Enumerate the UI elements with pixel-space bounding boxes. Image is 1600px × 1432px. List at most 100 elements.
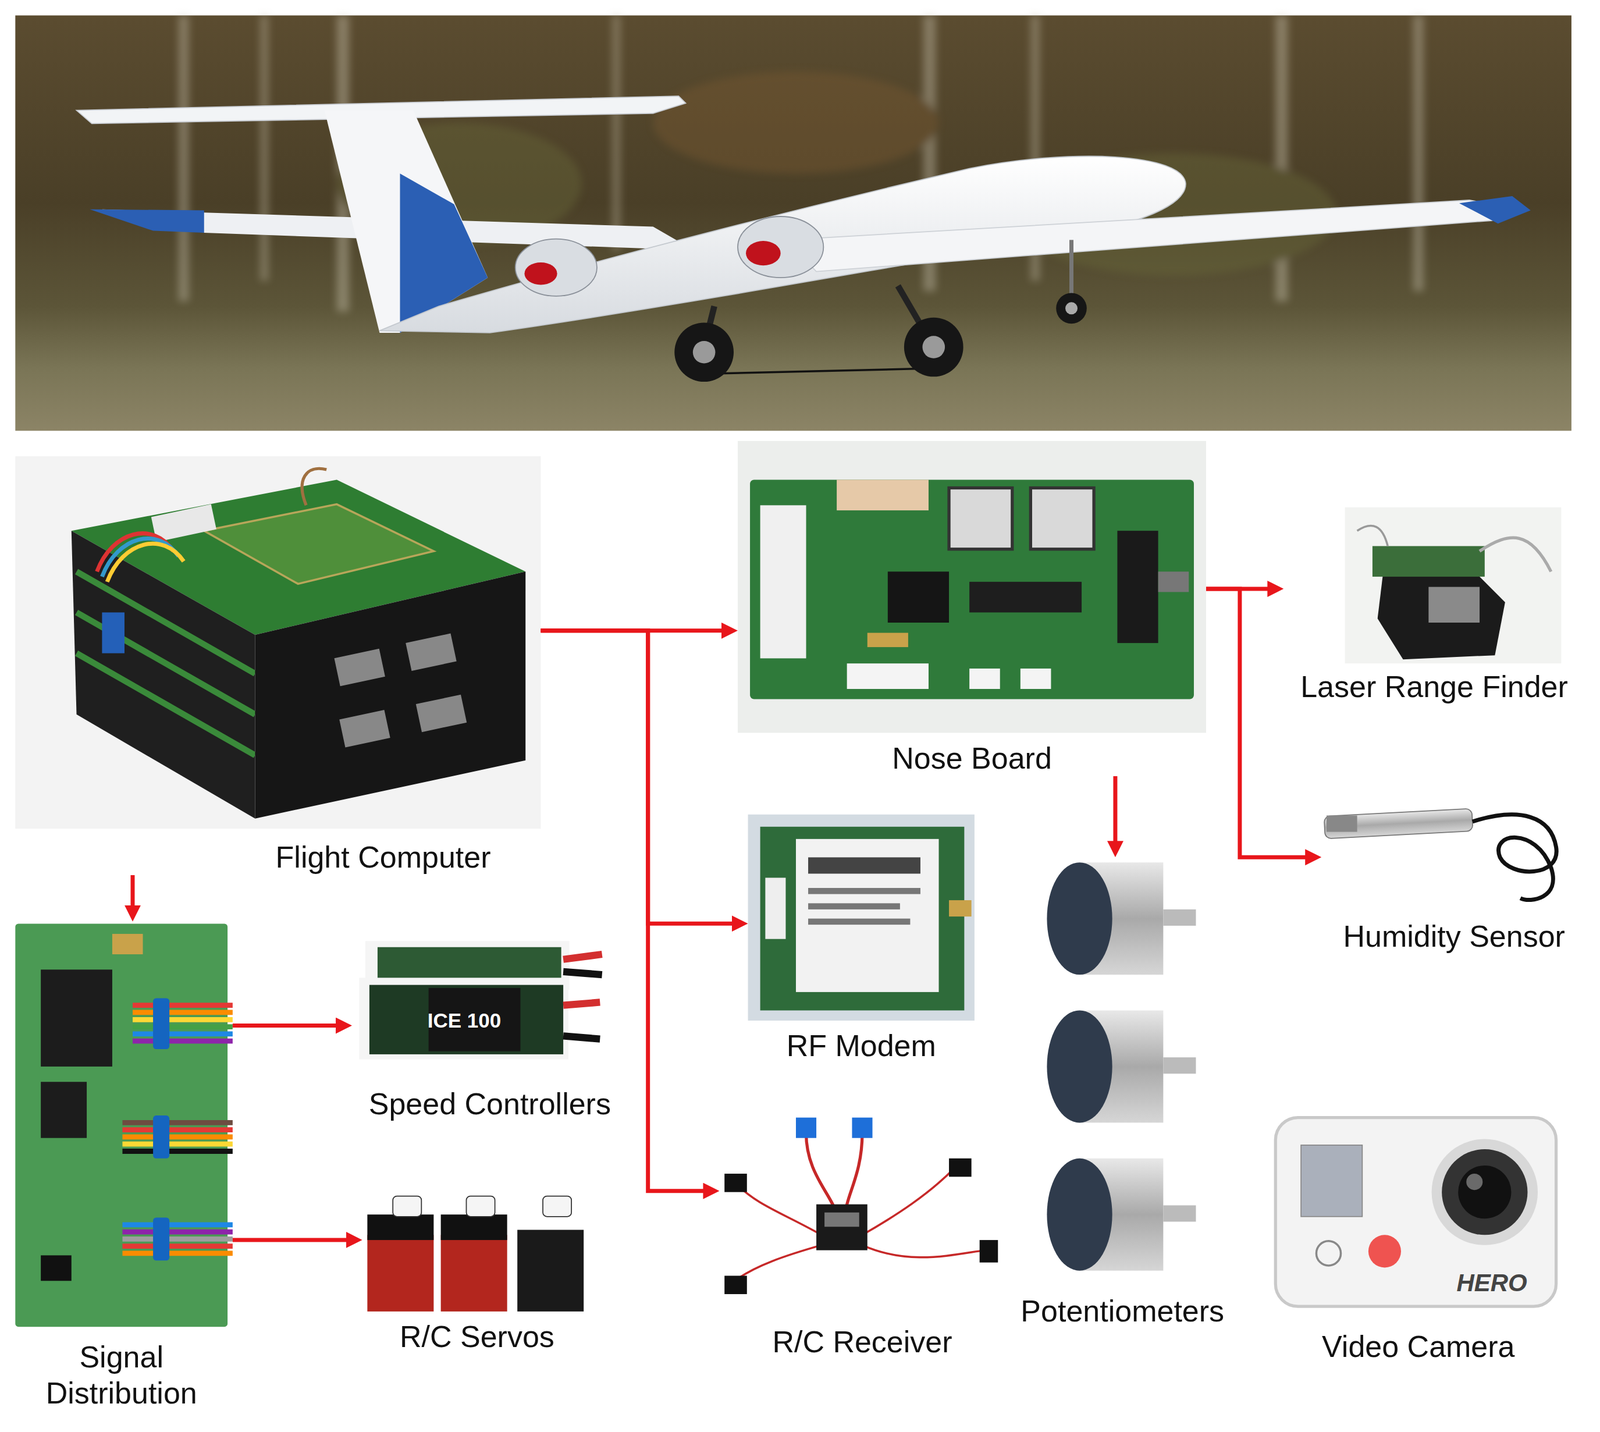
laser-range-finder-picture-part — [1357, 525, 1389, 546]
ribbon-cables-part — [122, 1243, 233, 1249]
component-label: Humidity Sensor — [1321, 918, 1587, 955]
flight-computer-picture-part — [76, 653, 256, 756]
servo-pictures-part — [542, 1196, 572, 1217]
nose-board-picture-part — [867, 633, 909, 648]
ribbon-cables-part — [122, 1141, 233, 1147]
component-label: Speed Controllers — [352, 1085, 628, 1122]
ribbon-cables-part — [153, 1115, 170, 1159]
servo-pictures-part — [517, 1229, 584, 1312]
servo-pictures-part — [367, 1214, 434, 1240]
speed-controller-picture-part — [358, 977, 569, 1059]
landing-gear-part — [1056, 293, 1087, 325]
speed-controller-picture — [358, 940, 602, 1059]
flight-computer-picture-part — [405, 633, 457, 671]
humidity-sensor-picture-part — [1324, 808, 1474, 839]
arrow-connector — [1206, 588, 1310, 858]
laser-range-finder-picture — [1345, 507, 1562, 664]
ribbon-cables-part — [132, 1030, 233, 1037]
laser-range-finder-picture-part — [1479, 537, 1552, 572]
arrow-connector — [541, 630, 737, 924]
potentiometer-pictures-part — [1046, 1010, 1112, 1123]
spinner — [524, 262, 557, 286]
video-camera-picture-part — [1300, 1145, 1363, 1217]
potentiometer-pictures-part — [1046, 1158, 1112, 1271]
servo-pictures-part — [466, 1196, 495, 1217]
laser-range-finder-picture-part — [1428, 587, 1480, 623]
connectors — [132, 588, 1310, 1240]
laser-range-finder-picture-part — [1372, 545, 1485, 577]
component-label: RF Modem — [748, 1027, 975, 1064]
flight-computer-picture-part — [151, 504, 217, 543]
servo-pictures-part — [441, 1214, 508, 1240]
video-camera-picture-part — [1368, 1234, 1402, 1268]
signal-distribution-picture-part — [40, 1254, 72, 1281]
ribbon-cables-part — [122, 1221, 233, 1228]
landing-gear-part — [904, 317, 964, 378]
spinner — [745, 240, 781, 266]
component-node: Nose Board — [737, 441, 1207, 777]
rf-modem-picture-part — [795, 838, 940, 992]
component-node: Signal Distribution — [10, 921, 233, 1412]
component-label: R/C Servos — [362, 1318, 593, 1355]
flight-computer-picture-part — [301, 468, 327, 506]
component-label: Nose Board — [737, 740, 1207, 777]
tree-trunks-part — [1413, 15, 1424, 291]
servo-pictures-part — [441, 1234, 508, 1312]
component-label: Video Camera — [1270, 1328, 1567, 1365]
landing-gear-part — [1065, 301, 1078, 315]
rf-modem-picture-part — [760, 826, 965, 1011]
ribbon-cables-part — [122, 1229, 233, 1235]
potentiometer-pictures-part — [1163, 1204, 1196, 1222]
nose-board-picture-part — [969, 581, 1082, 613]
signal-distribution-picture — [15, 923, 233, 1327]
video-camera-picture-part — [1466, 1173, 1483, 1190]
component-node: Humidity Sensor — [1321, 790, 1587, 955]
flight-computer-picture-part — [76, 571, 256, 674]
video-camera-picture-part — [1275, 1117, 1556, 1307]
rf-modem-picture-part — [808, 902, 901, 910]
rc-receiver-picture-part — [862, 1245, 985, 1258]
ribbon-cables-part — [132, 1038, 233, 1044]
rc-receiver-picture-part — [844, 1132, 863, 1215]
printed-label: HERO — [1456, 1268, 1527, 1297]
video-camera-picture — [1275, 1117, 1556, 1307]
video-camera-picture-part — [1431, 1138, 1538, 1245]
arrow-connector — [130, 875, 135, 910]
humidity-sensor-picture — [1324, 808, 1557, 901]
laser-range-finder-picture-part — [1377, 566, 1506, 660]
component-label: Signal Distribution — [10, 1338, 233, 1412]
arrow-connector — [1113, 776, 1118, 846]
flight-computer-picture — [15, 456, 541, 829]
ribbon-cables-part — [122, 1120, 233, 1126]
flight-computer-picture-part — [101, 612, 125, 653]
nose-board-picture-part — [969, 668, 1001, 689]
tree-trunks-part — [178, 15, 190, 301]
ribbon-cables-part — [122, 1134, 233, 1140]
signal-distribution-picture-part — [112, 933, 144, 955]
flight-computer-picture-part — [416, 694, 467, 732]
nose-board-picture-part — [760, 505, 807, 659]
rc-receiver-picture-part — [979, 1239, 999, 1263]
rf-modem-picture-part — [765, 877, 786, 939]
engine — [515, 239, 597, 297]
potentiometer-pictures-part — [1163, 909, 1196, 926]
component-node: Video Camera — [1270, 1112, 1567, 1365]
nose-board-picture-part — [887, 571, 949, 623]
flight-computer-picture-part — [254, 571, 526, 819]
flight-computer-picture-part — [107, 543, 184, 582]
flight-computer-picture-part — [71, 530, 256, 819]
video-camera-picture-part — [1316, 1241, 1341, 1266]
humidity-sensor-picture-part — [1472, 814, 1557, 901]
nose-board-picture-part — [948, 488, 1013, 550]
tree-trunks-part — [652, 71, 939, 174]
rf-modem-picture-part — [748, 814, 975, 1021]
speed-controller-picture-part — [563, 971, 603, 975]
rc-receiver-picture-part — [816, 1204, 868, 1251]
servo-pictures-part — [367, 1234, 434, 1312]
rc-receiver-picture-part — [948, 1158, 972, 1178]
video-camera-picture-part — [1441, 1149, 1528, 1235]
signal-distribution-picture-part — [40, 1081, 87, 1138]
rc-receiver-picture — [724, 1117, 998, 1294]
